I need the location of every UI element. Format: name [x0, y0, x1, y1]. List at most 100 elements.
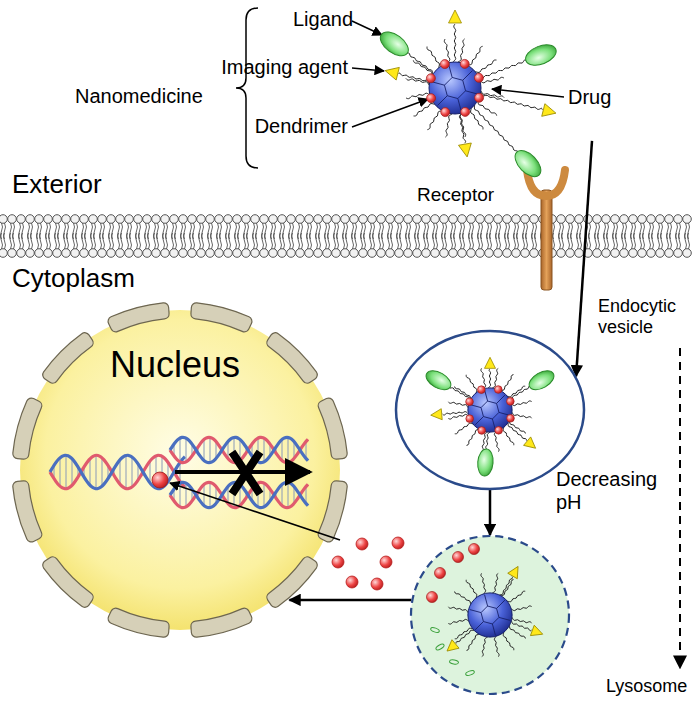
lipid-head: [683, 249, 692, 258]
polymer-chain: [456, 630, 474, 643]
lipid-tail: [10, 233, 15, 249]
lipid-head: [323, 215, 332, 224]
lipid-tail: [118, 223, 123, 239]
lipid-head: [179, 249, 188, 258]
lipid-tail: [496, 233, 501, 249]
lipid-tail: [388, 223, 393, 239]
polymer-chain: [466, 580, 477, 598]
lipid-tail: [73, 223, 78, 239]
polymer-chain: [501, 580, 514, 596]
base-pair: [264, 483, 265, 507]
nuclear-envelope: [13, 481, 42, 542]
ligand-fragment: [435, 643, 445, 651]
ligand-symbol: [510, 146, 545, 182]
lipid-tail: [397, 233, 402, 249]
dna-strand: [50, 455, 185, 488]
lipid-tail: [154, 233, 159, 249]
lipid-tail: [82, 233, 87, 249]
drug-dot: [371, 578, 383, 590]
lipid-head: [80, 249, 89, 258]
base-pair: [210, 482, 211, 508]
imaging-agent-symbol: [484, 357, 495, 368]
base-pair: [210, 437, 211, 463]
lipid-head: [485, 215, 494, 224]
lipid-tail: [190, 223, 195, 239]
lipid-head: [152, 215, 161, 224]
lipid-tail: [262, 233, 267, 249]
lipid-head: [17, 249, 26, 258]
lipid-head: [197, 249, 206, 258]
part-label: Ligand: [293, 8, 353, 31]
lipid-head: [665, 215, 674, 224]
nuclear-envelope: [191, 303, 252, 332]
polymer-chain: [482, 637, 488, 657]
lipid-head: [44, 249, 53, 258]
polymer-chain: [492, 573, 498, 593]
dendrimer-branch: [485, 595, 488, 606]
lipid-tail: [595, 223, 600, 239]
lipid-head: [593, 215, 602, 224]
nucleus: Nucleus: [10, 300, 350, 640]
region-label: Exterior: [12, 170, 102, 200]
polymer-chain: [443, 412, 469, 415]
lipid-head: [359, 249, 368, 258]
polymer-chain: [448, 619, 468, 624]
lipid-tail: [217, 233, 222, 249]
polymer-chain: [509, 626, 525, 639]
lipid-head: [314, 215, 323, 224]
drug-dot: [507, 398, 515, 406]
lipid-tail: [244, 223, 249, 239]
base-pair: [132, 457, 133, 488]
lipid-head: [260, 215, 269, 224]
lipid-head: [188, 249, 197, 258]
lipid-tail: [469, 223, 474, 239]
drug-dot: [453, 552, 464, 563]
lipid-head: [467, 249, 476, 258]
drug-dot: [475, 93, 484, 102]
polymer-chain: [474, 105, 517, 152]
lipid-tail: [496, 223, 501, 239]
lipid-tail: [46, 223, 51, 239]
lipid-tail: [253, 223, 258, 239]
base-pair: [120, 460, 121, 485]
lipid-head: [368, 215, 377, 224]
lipid-tail: [559, 233, 564, 249]
lipid-head: [620, 215, 629, 224]
lipid-head: [476, 249, 485, 258]
polymer-chain: [448, 607, 468, 613]
lipid-tail: [244, 233, 249, 249]
lipid-head: [224, 215, 233, 224]
lipid-tail: [1, 233, 6, 249]
nuclear-envelope: [318, 481, 347, 542]
lipid-tail: [640, 233, 645, 249]
lipid-head: [0, 249, 7, 258]
lipid-tail: [109, 233, 114, 249]
lipid-head: [440, 215, 449, 224]
lipid-tail: [46, 233, 51, 249]
polymer-chain: [399, 73, 430, 84]
lipid-head: [242, 249, 251, 258]
lipid-tail: [262, 223, 267, 239]
nuclear-envelope: [267, 557, 317, 607]
lipid-head: [359, 215, 368, 224]
lipid-head: [521, 249, 530, 258]
drug-dot: [152, 472, 168, 488]
polymer-chain: [512, 412, 532, 418]
lipid-tail: [154, 223, 159, 239]
lipid-tail: [415, 233, 420, 249]
lipid-head: [368, 249, 377, 258]
ligand-symbol: [423, 367, 454, 394]
lipid-head: [629, 249, 638, 258]
imaging-agent-symbol: [449, 10, 462, 23]
lipid-tail: [199, 233, 204, 249]
lipid-tail: [478, 223, 483, 239]
lipid-head: [512, 249, 521, 258]
base-pair: [66, 455, 67, 489]
lipid-head: [395, 249, 404, 258]
lipid-tail: [352, 233, 357, 249]
lipid-tail: [109, 223, 114, 239]
base-pair: [180, 438, 181, 462]
lipid-head: [674, 249, 683, 258]
lipid-head: [332, 215, 341, 224]
polymer-chain: [427, 47, 439, 68]
